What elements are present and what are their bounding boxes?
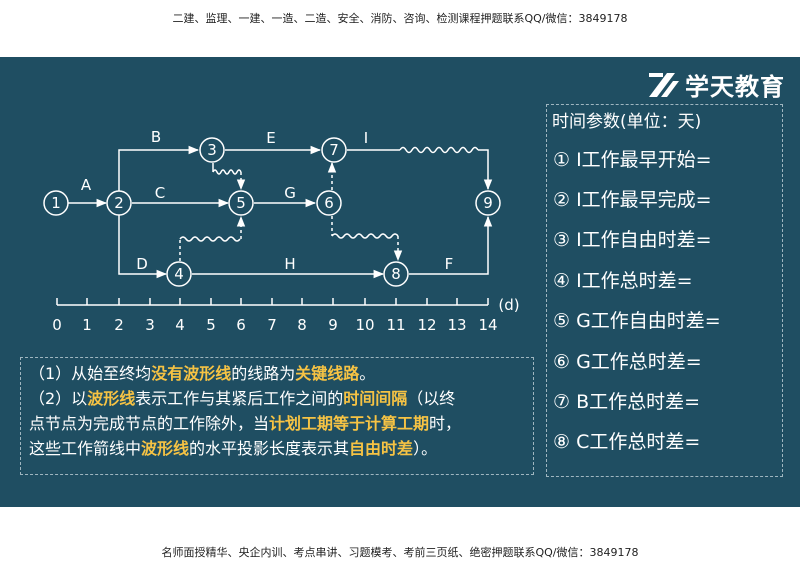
activity-g-label: G: [284, 184, 296, 202]
time-unit-label: (d): [498, 296, 519, 314]
note-highlight: 时间间隔: [343, 389, 408, 408]
node-2: [106, 190, 132, 216]
note-text: 时，: [429, 414, 462, 433]
arrow-b: [118, 145, 200, 192]
param-item-7: ⑦ B工作总时差=: [553, 391, 701, 413]
note-text: 的线路为: [231, 364, 296, 383]
note-highlight: 关键线路: [295, 364, 360, 383]
node-9: [475, 190, 501, 216]
note-highlight: 没有波形线: [151, 364, 232, 383]
tick-label-8: 8: [297, 316, 307, 334]
note-text: 的水平投影长度表示其: [189, 439, 350, 458]
node-9-label: 9: [483, 194, 493, 212]
node-4-label: 4: [174, 265, 184, 283]
param-item-2: ② I工作最早完成=: [553, 189, 712, 211]
activity-a-label: A: [81, 176, 92, 194]
activity-c-label: C: [155, 184, 165, 202]
node-4: [166, 261, 192, 287]
param-item-3: ③ I工作自由时差=: [553, 229, 712, 251]
note-highlight: 波形线: [87, 389, 136, 408]
node-3-label: 3: [207, 141, 217, 159]
tick-label-2: 2: [114, 316, 124, 334]
node-5-label: 5: [236, 194, 246, 212]
wave-4-5: [179, 236, 241, 242]
note-highlight: 计划工期等于计算工期: [269, 414, 430, 433]
note-text: （1）从始至终均: [29, 364, 152, 383]
node-2-label: 2: [114, 194, 124, 212]
node-6: [316, 190, 342, 216]
tick-label-7: 7: [267, 316, 277, 334]
activity-h-label: H: [284, 255, 295, 273]
activity-d-label: D: [136, 255, 148, 273]
note-text: ）。: [413, 439, 438, 458]
note-text: 。: [359, 364, 376, 383]
param-item-4: ④ I工作总时差=: [553, 270, 693, 292]
tick-label-0: 0: [52, 316, 62, 334]
node-6-label: 6: [324, 194, 334, 212]
tick-label-3: 3: [145, 316, 155, 334]
time-scaled-network-diagram: 1 2 3 4 5 6 7 8 9 A B C D E G H I F 0 1 …: [43, 128, 520, 334]
tick-label-14: 14: [478, 316, 497, 334]
node-3: [199, 137, 225, 163]
note-line-2: （2）以波形线表示工作与其紧后工作之间的时间间隔（以终: [29, 386, 525, 411]
note-line-4: 这些工作箭线中波形线的水平投影长度表示其自由时差）。: [29, 436, 525, 461]
activity-e-label: E: [266, 129, 275, 147]
node-1-label: 1: [51, 194, 61, 212]
node-5: [228, 190, 254, 216]
time-parameters-panel: 时间参数(单位：天) ① I工作最早开始= ② I工作最早完成= ③ I工作自由…: [546, 104, 783, 477]
node-8-label: 8: [391, 265, 401, 283]
tick-label-1: 1: [82, 316, 92, 334]
node-7-label: 7: [329, 141, 339, 159]
wave-i: [399, 146, 479, 154]
param-item-6: ⑥ G工作总时差=: [553, 351, 702, 373]
tick-label-13: 13: [447, 316, 466, 334]
node-7: [321, 137, 347, 163]
logo: 学天教育: [647, 67, 785, 102]
note-text: 点节点为完成节点的工作除外，当: [29, 414, 270, 433]
tick-label-5: 5: [206, 316, 216, 334]
note-text: （2）以: [29, 389, 88, 408]
wave-6-8: [331, 233, 399, 239]
slide: 学天教育: [0, 57, 800, 507]
header-banner: 二建、监理、一建、一造、二造、安全、消防、咨询、检测课程押题联系QQ/微信：38…: [172, 12, 628, 25]
tick-label-10: 10: [355, 316, 374, 334]
tick-label-6: 6: [236, 316, 246, 334]
param-item-8: ⑧ C工作总时差=: [553, 431, 701, 453]
logo-text: 学天教育: [685, 73, 785, 101]
parameters-title: 时间参数(单位：天): [552, 112, 702, 132]
note-highlight: 自由时差: [349, 439, 414, 458]
note-highlight: 波形线: [141, 439, 190, 458]
tick-label-12: 12: [417, 316, 436, 334]
note-text: 这些工作箭线中: [29, 439, 142, 458]
note-text: （以终: [407, 389, 456, 408]
activity-b-label: B: [151, 128, 161, 146]
activity-f-label: F: [445, 255, 454, 273]
footer-banner: 名师面授精华、央企内训、考点串讲、习题模考、考前三页纸、绝密押题联系QQ/微信：…: [161, 546, 639, 559]
arrow-f: [409, 215, 493, 275]
wave-3-5: [212, 169, 242, 175]
arrow-i-down: [478, 149, 493, 191]
param-item-1: ① I工作最早开始=: [553, 149, 712, 171]
tick-label-4: 4: [175, 316, 185, 334]
logo-icon: [649, 72, 679, 97]
arrow-d: [118, 214, 168, 279]
tick-label-11: 11: [386, 316, 405, 334]
tick-label-9: 9: [328, 316, 338, 334]
note-line-1: （1）从始至终均没有波形线的线路为关键线路。: [29, 361, 525, 386]
node-1: [43, 190, 69, 216]
notes-panel: （1）从始至终均没有波形线的线路为关键线路。 （2）以波形线表示工作与其紧后工作…: [20, 357, 534, 475]
node-8: [383, 261, 409, 287]
note-line-3: 点节点为完成节点的工作除外，当计划工期等于计算工期时，: [29, 411, 525, 436]
param-item-5: ⑤ G工作自由时差=: [553, 310, 721, 332]
note-text: 表示工作与其紧后工作之间的: [135, 389, 344, 408]
activity-i-label: I: [364, 129, 368, 147]
